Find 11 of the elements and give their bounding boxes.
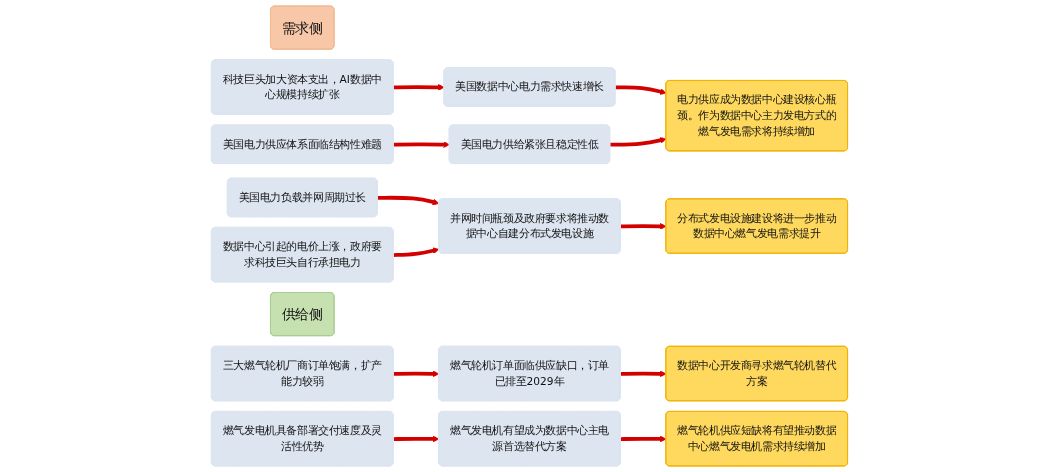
arrow xyxy=(620,223,667,230)
arrow xyxy=(615,85,667,95)
arrow xyxy=(393,84,445,91)
arrow xyxy=(393,435,440,443)
arrow xyxy=(393,247,440,257)
arrow xyxy=(393,141,450,148)
arrow xyxy=(393,370,440,378)
arrow xyxy=(610,137,667,147)
arrow xyxy=(620,370,667,378)
arrow xyxy=(377,195,440,206)
arrow xyxy=(620,435,667,443)
